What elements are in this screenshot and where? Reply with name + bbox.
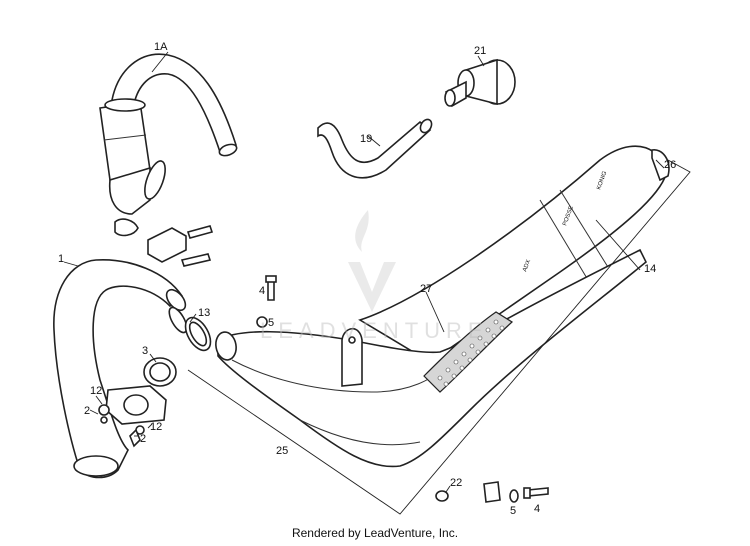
assembly-25-outline: [187, 159, 691, 515]
part-27-heat-shield: [423, 311, 513, 393]
label-part-13: 13: [198, 307, 210, 319]
label-part-21: 21: [474, 45, 486, 57]
leadventure-logo-watermark: [348, 210, 396, 312]
part-14-silencer: [358, 145, 670, 363]
label-part-3: 3: [142, 345, 148, 357]
label-part-27: 27: [420, 283, 432, 295]
leader-lines: [63, 51, 665, 493]
exhaust-flange: [98, 385, 167, 448]
label-part-22: 22: [450, 477, 462, 489]
label-part-4-upper: 4: [259, 285, 265, 297]
label-part-14: 14: [644, 263, 656, 275]
muffler-text-3: ADX: [522, 259, 532, 273]
label-part-26: 26: [664, 159, 676, 171]
label-part-19: 19: [360, 133, 372, 145]
bolt-4-upper: [265, 275, 277, 301]
part-22-nut: [435, 490, 449, 502]
footer-credit: Rendered by LeadVenture, Inc.: [291, 526, 459, 540]
label-part-4-lower: 4: [534, 503, 540, 515]
washer-5-lower: [509, 489, 519, 503]
label-part-1a: 1A: [154, 41, 168, 53]
label-part-2-right: 2: [140, 433, 146, 445]
clip-bracket: [483, 481, 501, 503]
label-part-25: 25: [276, 445, 288, 457]
part-1a-header-pipe: [99, 53, 238, 237]
label-part-2-left: 2: [84, 405, 90, 417]
part-1-lower-header: [53, 259, 187, 479]
bolt-4-lower: [523, 487, 549, 499]
label-part-1: 1: [58, 253, 64, 265]
washer-5-upper: [256, 316, 268, 328]
part-25-expansion-chamber: [215, 248, 648, 468]
bracket-and-bolts: [147, 225, 214, 267]
part-21-end-cap: [444, 58, 516, 108]
part-19-hose: [317, 118, 433, 179]
label-part-12-right: 12: [150, 421, 162, 433]
label-part-5-lower: 5: [510, 505, 516, 517]
label-part-5-upper: 5: [268, 317, 274, 329]
watermark-text: LEADVENTURE: [260, 318, 489, 343]
part-3-gasket: [143, 357, 177, 387]
label-part-12-left: 12: [90, 385, 102, 397]
part-13-rings: [168, 306, 212, 352]
